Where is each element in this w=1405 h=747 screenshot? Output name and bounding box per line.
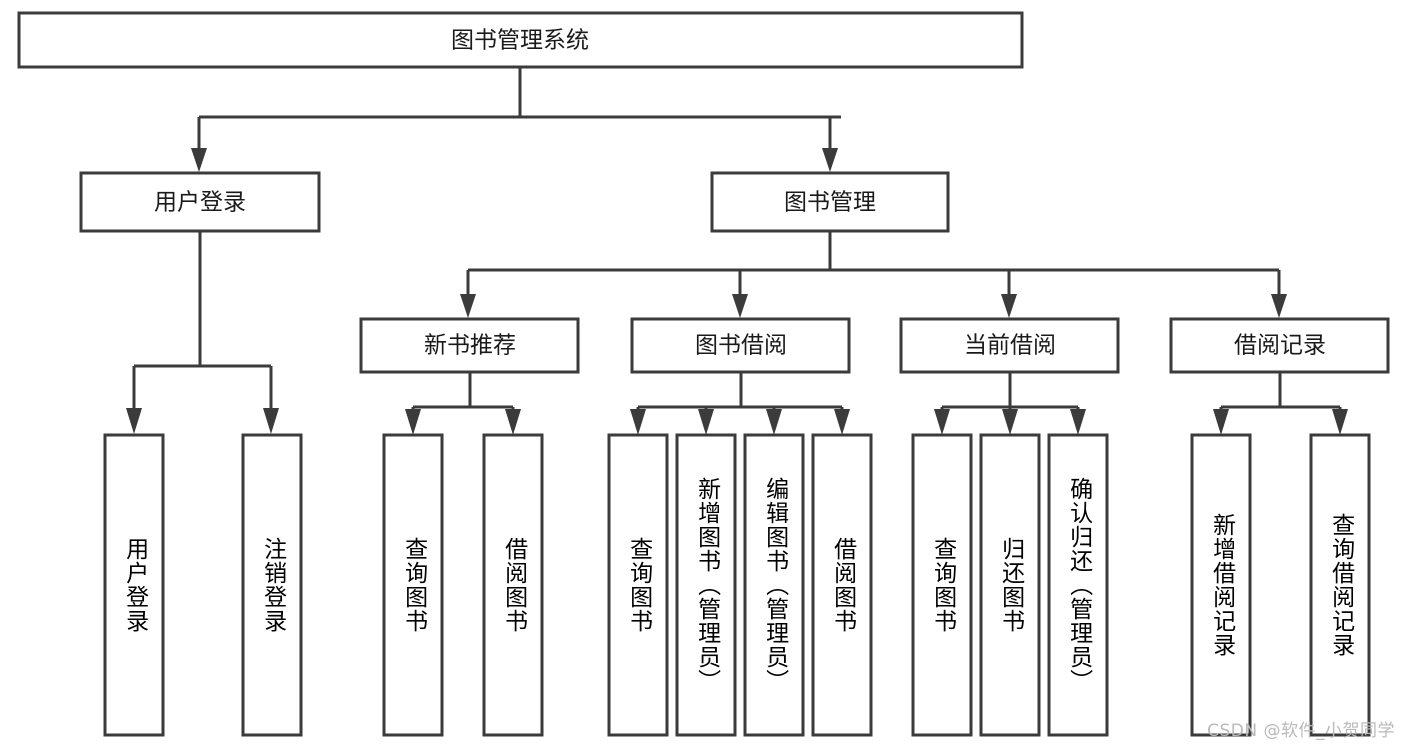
arrowhead-leaf-c3 [1070, 409, 1086, 435]
node-current-borrow-box [899, 317, 1120, 374]
connector-book-borrow-to-leaves [630, 372, 850, 435]
node-book-manage-box [710, 171, 950, 233]
arrowhead-leaf-u1 [126, 408, 142, 434]
arrowhead-leaf-r2 [1332, 409, 1348, 435]
leaf-box-add-book[interactable] [675, 433, 737, 737]
leaf-box-borrow-book-n[interactable] [482, 433, 544, 737]
leaf-boxes [103, 433, 1371, 737]
arrowhead-user-login [191, 148, 207, 172]
node-root-label: 图书管理系统 [451, 28, 589, 54]
node-book-manage[interactable]: 图书管理 [710, 171, 950, 233]
node-book-borrow-box [630, 317, 851, 374]
leaf-box-add-record[interactable] [1190, 433, 1252, 737]
arrowhead-leaf-n2 [505, 409, 521, 435]
leaf-box-logout[interactable] [241, 433, 303, 737]
arrowhead-book-manage [822, 148, 838, 172]
arrowhead-leaf-r1 [1213, 409, 1229, 435]
arrowhead-leaf-b1 [630, 409, 646, 435]
node-current-borrow[interactable]: 当前借阅 [899, 317, 1120, 374]
node-borrow-record[interactable]: 借阅记录 [1169, 317, 1390, 374]
arrowhead-leaf-c1 [934, 409, 950, 435]
arrowhead-leaf-c2 [1002, 409, 1018, 435]
arrowhead-leaf-b2 [698, 409, 714, 435]
node-new-book-recommend-label: 新书推荐 [424, 333, 516, 359]
connector-new-book-to-leaves [405, 372, 521, 435]
connector-borrow-record-to-leaves [1213, 372, 1348, 435]
watermark-text: CSDN @软件_小贺同学 [1207, 721, 1395, 741]
node-new-book-recommend[interactable]: 新书推荐 [359, 317, 580, 374]
connector-root-to-level2 [191, 67, 841, 172]
leaf-box-return-book[interactable] [979, 433, 1041, 737]
arrowhead-book-borrow [732, 294, 748, 318]
arrowhead-new-book [460, 294, 476, 318]
arrowhead-leaf-b3 [766, 409, 782, 435]
node-book-manage-label: 图书管理 [784, 190, 876, 216]
connector-book-manage-to-level3 [460, 231, 1287, 318]
connector-user-login-to-leaves [126, 231, 279, 434]
leaf-box-user-login[interactable] [103, 433, 165, 737]
leaf-box-query-book-n[interactable] [382, 433, 444, 737]
node-user-login-label: 用户登录 [154, 190, 246, 216]
connector-current-borrow-to-leaves [934, 372, 1086, 435]
leaf-box-query-book-c[interactable] [911, 433, 973, 737]
arrowhead-leaf-b4 [834, 409, 850, 435]
node-book-borrow[interactable]: 图书借阅 [630, 317, 851, 374]
node-root-box [17, 11, 1024, 69]
node-new-book-recommend-box [359, 317, 580, 374]
arrowhead-leaf-u2 [263, 408, 279, 434]
arrowhead-current-borrow [1001, 294, 1017, 318]
leaf-box-borrow-book-b[interactable] [811, 433, 873, 737]
leaf-box-edit-book[interactable] [743, 433, 805, 737]
node-root[interactable]: 图书管理系统 [17, 11, 1024, 69]
leaf-box-confirm-return[interactable] [1047, 433, 1109, 737]
arrowhead-leaf-n1 [405, 409, 421, 435]
arrowhead-borrow-record [1271, 294, 1287, 318]
leaf-box-query-record[interactable] [1309, 433, 1371, 737]
leaf-box-query-book-b[interactable] [607, 433, 669, 737]
node-borrow-record-box [1169, 317, 1390, 374]
node-user-login[interactable]: 用户登录 [79, 171, 321, 233]
node-current-borrow-label: 当前借阅 [964, 333, 1056, 359]
node-borrow-record-label: 借阅记录 [1234, 333, 1326, 359]
node-book-borrow-label: 图书借阅 [695, 333, 787, 359]
